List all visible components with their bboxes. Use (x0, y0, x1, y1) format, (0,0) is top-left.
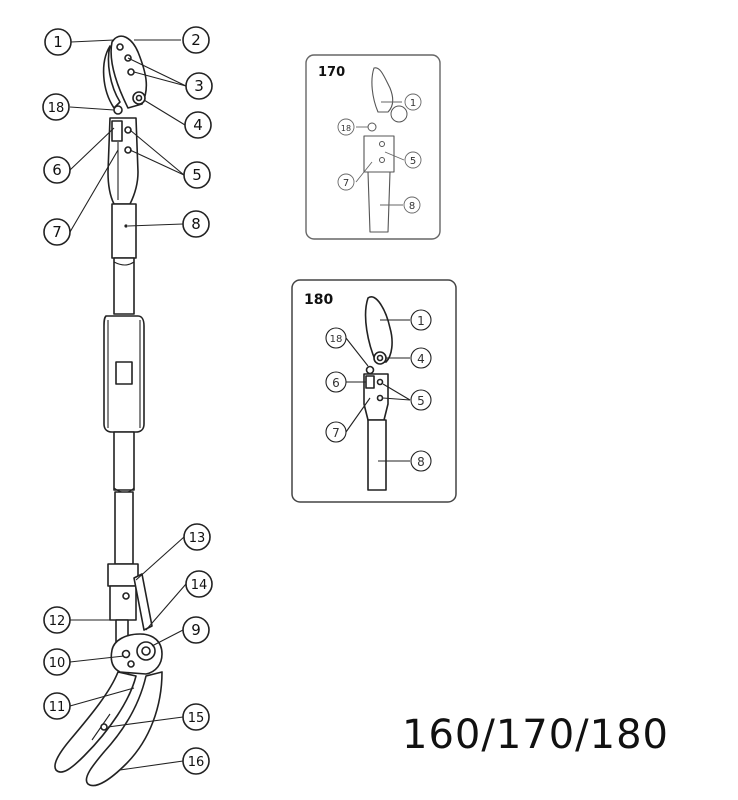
svg-text:18: 18 (330, 334, 343, 345)
callout-label: 11 (49, 700, 66, 715)
panel-170-tube (367, 171, 391, 233)
panel-170-title: 170 (318, 65, 345, 80)
main-pruner (54, 35, 163, 787)
pole-segment-1 (113, 257, 135, 315)
svg-text:5: 5 (417, 394, 425, 408)
callout-8: 8 (182, 210, 210, 238)
callout-label: 2 (191, 31, 201, 49)
svg-text:4: 4 (417, 352, 425, 366)
callout-13: 13 (183, 523, 211, 551)
handle-pivot-core (141, 646, 151, 656)
handle-rivet (100, 723, 108, 731)
lock-collar (107, 563, 139, 587)
callout-label: 6 (52, 161, 62, 179)
svg-text:1: 1 (417, 314, 425, 328)
panel-180-tube (367, 419, 387, 491)
panel-180-callout-6: 6 (325, 371, 347, 393)
panel-170-callout-18: 18 (337, 118, 355, 136)
callout-label: 4 (193, 116, 203, 134)
callout-15: 15 (182, 703, 210, 731)
upper-tube (111, 203, 137, 259)
panel-180-callout-4: 4 (410, 347, 432, 369)
callout-6: 6 (43, 156, 71, 184)
handle-screw-a (121, 649, 131, 659)
collar-screw (122, 592, 130, 600)
callout-10: 10 (43, 648, 71, 676)
callout-label: 13 (189, 531, 206, 546)
spring-clip (111, 120, 123, 142)
svg-text:18: 18 (341, 124, 351, 133)
svg-text:8: 8 (417, 455, 425, 469)
bracket-screw-a (124, 126, 132, 134)
pole-segment-2 (113, 431, 135, 491)
lower-sleeve (109, 585, 137, 621)
callout-11: 11 (43, 692, 71, 720)
pivot-bolt-core (135, 94, 143, 102)
panel-180-callout-8: 8 (410, 450, 432, 472)
callout-14: 14 (185, 570, 213, 598)
callout-9: 9 (182, 616, 210, 644)
callout-1: 1 (44, 28, 72, 56)
svg-text:7: 7 (343, 178, 349, 189)
svg-text:8: 8 (409, 201, 415, 212)
panel-170-screw (367, 122, 377, 132)
main-leader-lines (69, 39, 187, 771)
panel-170-blade (371, 67, 394, 113)
callout-label: 16 (188, 755, 205, 770)
callout-4: 4 (184, 111, 212, 139)
callout-16: 16 (182, 747, 210, 775)
svg-text:6: 6 (332, 376, 340, 390)
callout-label: 9 (191, 621, 201, 639)
model-number-label: 160/170/180 (402, 712, 669, 758)
callout-label: 10 (49, 656, 66, 671)
tube-dot (124, 224, 128, 228)
panel-170-callout-1: 1 (404, 93, 422, 111)
callout-label: 1 (53, 33, 63, 51)
blade-bolt-a (116, 43, 124, 51)
panel-170: 170 1 18 5 7 8 (305, 54, 441, 240)
left-handle (54, 671, 137, 773)
callout-12: 12 (43, 606, 71, 634)
panel-180-blade (364, 296, 393, 363)
callout-7: 7 (43, 218, 71, 246)
callout-label: 14 (191, 578, 208, 593)
right-handle (85, 671, 163, 787)
callout-label: 15 (188, 711, 205, 726)
panel-180-callout-18: 18 (325, 327, 347, 349)
panel-180-screw (365, 365, 375, 375)
spring-screw (113, 105, 123, 115)
panel-170-callout-8: 8 (403, 196, 421, 214)
panel-180: 180 1 18 4 6 5 7 8 (291, 279, 457, 503)
callout-2: 2 (182, 26, 210, 54)
main-callouts: 1 2 3 18 4 6 5 7 8 13 14 12 9 10 11 15 1… (42, 26, 213, 775)
svg-text:1: 1 (410, 98, 416, 109)
panel-180-callout-7: 7 (325, 421, 347, 443)
panel-180-callout-5: 5 (410, 389, 432, 411)
callout-5: 5 (183, 161, 211, 189)
pole-segment-3 (114, 491, 134, 565)
blade-bolt-c (127, 68, 135, 76)
panel-170-callout-5: 5 (404, 151, 422, 169)
svg-text:7: 7 (332, 426, 340, 440)
callout-label: 3 (194, 77, 204, 95)
svg-text:5: 5 (410, 156, 416, 167)
callout-label: 18 (48, 101, 65, 116)
callout-label: 8 (191, 215, 201, 233)
callout-label: 12 (49, 614, 66, 629)
panel-170-round-anvil (390, 105, 408, 123)
lever-link (133, 573, 153, 631)
panel-170-callout-7: 7 (337, 173, 355, 191)
handle-screw-b (127, 660, 135, 668)
callout-18: 18 (42, 93, 70, 121)
callout-label: 7 (52, 223, 62, 241)
panel-180-callout-1: 1 (410, 309, 432, 331)
panel-180-title: 180 (304, 292, 333, 308)
grip-button (115, 361, 133, 385)
callout-label: 5 (192, 166, 202, 184)
callout-3: 3 (185, 72, 213, 100)
